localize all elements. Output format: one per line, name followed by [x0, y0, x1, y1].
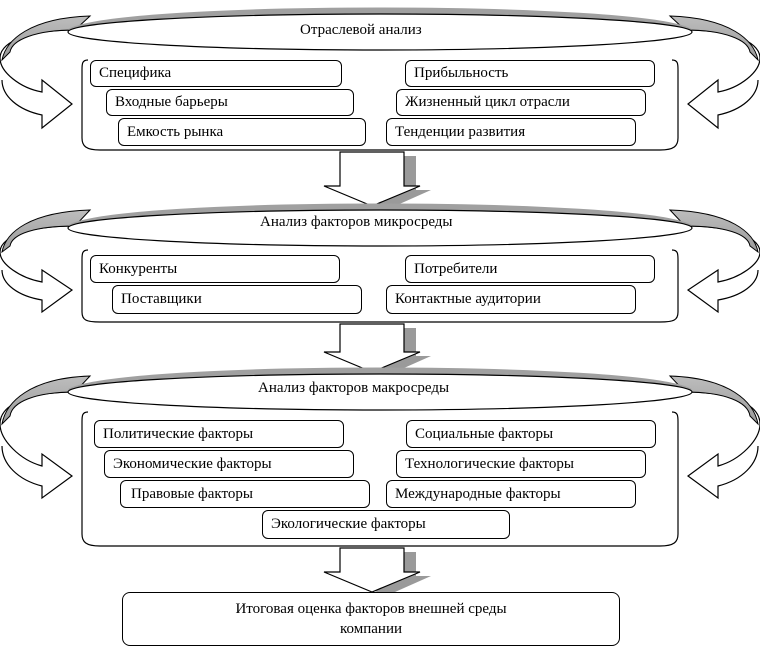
- stage1-right-item-3-label: Тенденции развития: [395, 123, 526, 140]
- stage1-ellipse: [67, 7, 693, 51]
- stage3-right-item-2: Технологические факторы: [396, 450, 646, 478]
- arrow-down-1: [323, 151, 431, 210]
- stage1-left-item-3-label: Емкость рынка: [127, 123, 224, 140]
- stage2-ellipse: [67, 203, 693, 247]
- stage1-right-item-1-label: Прибыльность: [414, 65, 509, 81]
- stage1-right-item-3: Тенденции развития: [386, 118, 636, 146]
- stage1-left-item-2-label: Входные барьеры: [115, 94, 228, 110]
- stage2-left-item-1: Конкуренты: [90, 255, 340, 283]
- stage3-brace: [81, 411, 679, 547]
- stage2-left-item-2: Поставщики: [112, 285, 362, 314]
- stage2-right-item-2-label: Контактные аудитории: [395, 291, 541, 307]
- arrow-down-3: [323, 547, 431, 596]
- stage2-right-item-2: Контактные аудитории: [386, 285, 636, 314]
- stage3-right-item-1-label: Социальные факторы: [415, 425, 554, 442]
- stage3-loop-right: [668, 375, 760, 500]
- stage2-loop-right: [668, 209, 760, 314]
- stage3-loop-left: [0, 375, 92, 500]
- stage3-left-item-1: Политические факторы: [94, 420, 344, 448]
- stage3-center-item: Экологические факторы: [262, 510, 510, 539]
- stage2-title: Анализ факторов микросреды: [260, 214, 453, 230]
- stage3-title: Анализ факторов макросреды: [258, 380, 450, 396]
- stage1-right-item-1: Прибыльность: [405, 60, 655, 87]
- final-assessment-line2: компании: [340, 621, 402, 637]
- stage1-right-item-2-label: Жизненный цикл отрасли: [405, 94, 570, 110]
- stage3-right-item-3-label: Международные факторы: [395, 485, 561, 502]
- stage1-loop-left: [0, 15, 92, 130]
- stage1-left-item-1-label: Специфика: [99, 65, 172, 81]
- stage1-left-item-1: Специфика: [90, 60, 342, 87]
- stage1-title: Отраслевой анализ: [300, 22, 422, 38]
- stage1-brace: [81, 59, 679, 151]
- stage3-right-item-2-label: Технологические факторы: [405, 455, 574, 472]
- stage2-loop-left: [0, 209, 92, 314]
- stage3-left-item-2: Экономические факторы: [104, 450, 354, 478]
- final-assessment-line1: Итоговая оценка факторов внешней среды: [235, 601, 507, 617]
- stage3-left-item-1-label: Политические факторы: [103, 425, 254, 442]
- stage1-left-item-3: Емкость рынка: [118, 118, 366, 146]
- stage2-left-item-1-label: Конкуренты: [99, 260, 178, 277]
- stage2-right-item-1: Потребители: [405, 255, 655, 283]
- stage2-brace: [81, 249, 679, 323]
- stage3-right-item-1: Социальные факторы: [406, 420, 656, 448]
- stage1-right-item-2: Жизненный цикл отрасли: [396, 89, 646, 116]
- arrow-down-2: [323, 323, 431, 376]
- stage3-left-item-3: Правовые факторы: [120, 480, 370, 508]
- stage3-left-item-3-label: Правовые факторы: [131, 485, 253, 502]
- stage3-ellipse: [67, 367, 693, 411]
- stage3-left-item-2-label: Экономические факторы: [113, 455, 272, 472]
- stage2-right-item-1-label: Потребители: [414, 260, 498, 277]
- stage3-right-item-3: Международные факторы: [386, 480, 636, 508]
- final-assessment-box: Итоговая оценка факторов внешней среды к…: [122, 592, 620, 646]
- stage2-left-item-2-label: Поставщики: [121, 291, 202, 307]
- stage1-loop-right: [668, 15, 760, 130]
- stage1-left-item-2: Входные барьеры: [106, 89, 354, 116]
- stage3-center-item-label: Экологические факторы: [271, 516, 426, 532]
